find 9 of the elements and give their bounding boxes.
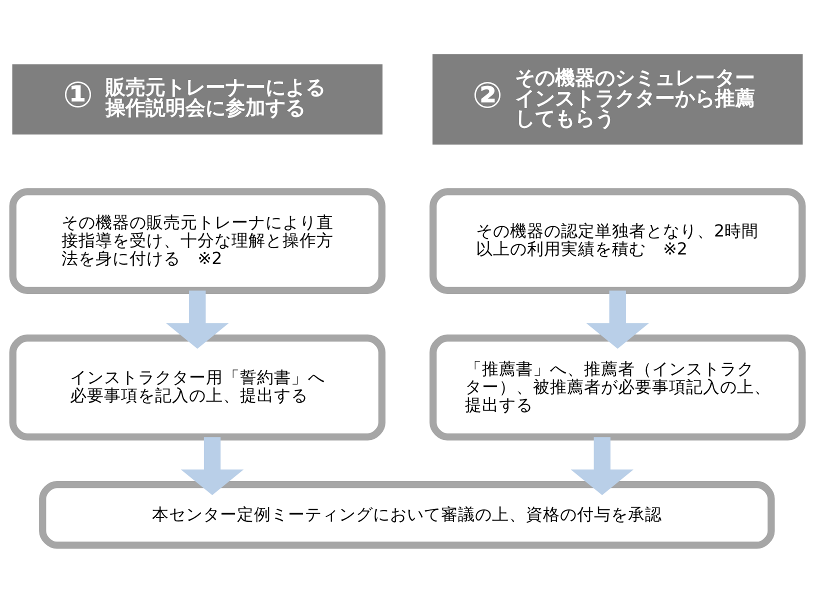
arrow	[570, 437, 634, 496]
arrow	[166, 290, 229, 349]
arrow	[180, 437, 244, 496]
arrow	[586, 290, 650, 349]
node-box: 本センター定例ミーティングにおいて審議の上、資格の付与を承認	[39, 480, 775, 549]
node-box: 「推薦書」へ、推薦者（インストラクター）、被推薦者が必要事項記入の上、提出する	[430, 334, 806, 440]
node-box: インストラクター用「誓約書」へ必要事項を記入の上、提出する	[9, 334, 386, 440]
node-box: その機器の販売元トレーナにより直接指導を受け、十分な理解と操作方法を身に付ける ※2	[9, 188, 386, 294]
node-box: その機器の認定単独者となり、2時間以上の利用実績を積む ※2	[430, 188, 806, 294]
